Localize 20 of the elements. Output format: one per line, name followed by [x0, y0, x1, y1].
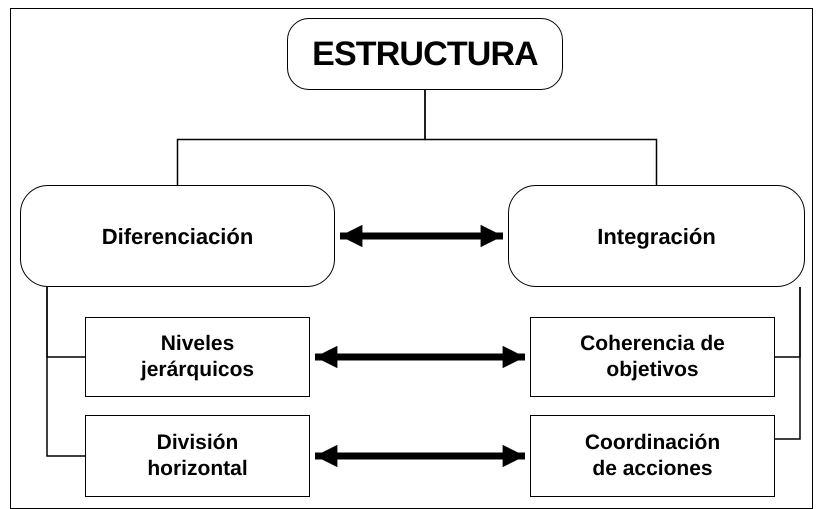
connector-line — [424, 90, 658, 185]
connector-line — [46, 287, 85, 457]
double-arrow — [315, 444, 525, 468]
item-box — [85, 317, 310, 397]
item-box — [85, 415, 310, 497]
node-label: Coordinación de acciones — [584, 430, 722, 482]
node-label: División horizontal — [146, 430, 249, 482]
connector-line — [775, 287, 801, 440]
double-arrow — [340, 224, 503, 248]
node-label: Coherencia de objetivos — [579, 330, 726, 383]
node-label: Diferenciación — [100, 222, 254, 250]
node-label: Niveles jerárquicos — [140, 330, 256, 383]
item-box — [530, 415, 775, 497]
node-label: Integración — [596, 222, 717, 251]
category-box — [508, 185, 805, 287]
category-box — [20, 185, 335, 287]
double-arrow — [315, 346, 525, 368]
item-box — [530, 317, 775, 397]
root-box — [287, 18, 563, 90]
node-label: ESTRUCTURA — [311, 34, 539, 74]
